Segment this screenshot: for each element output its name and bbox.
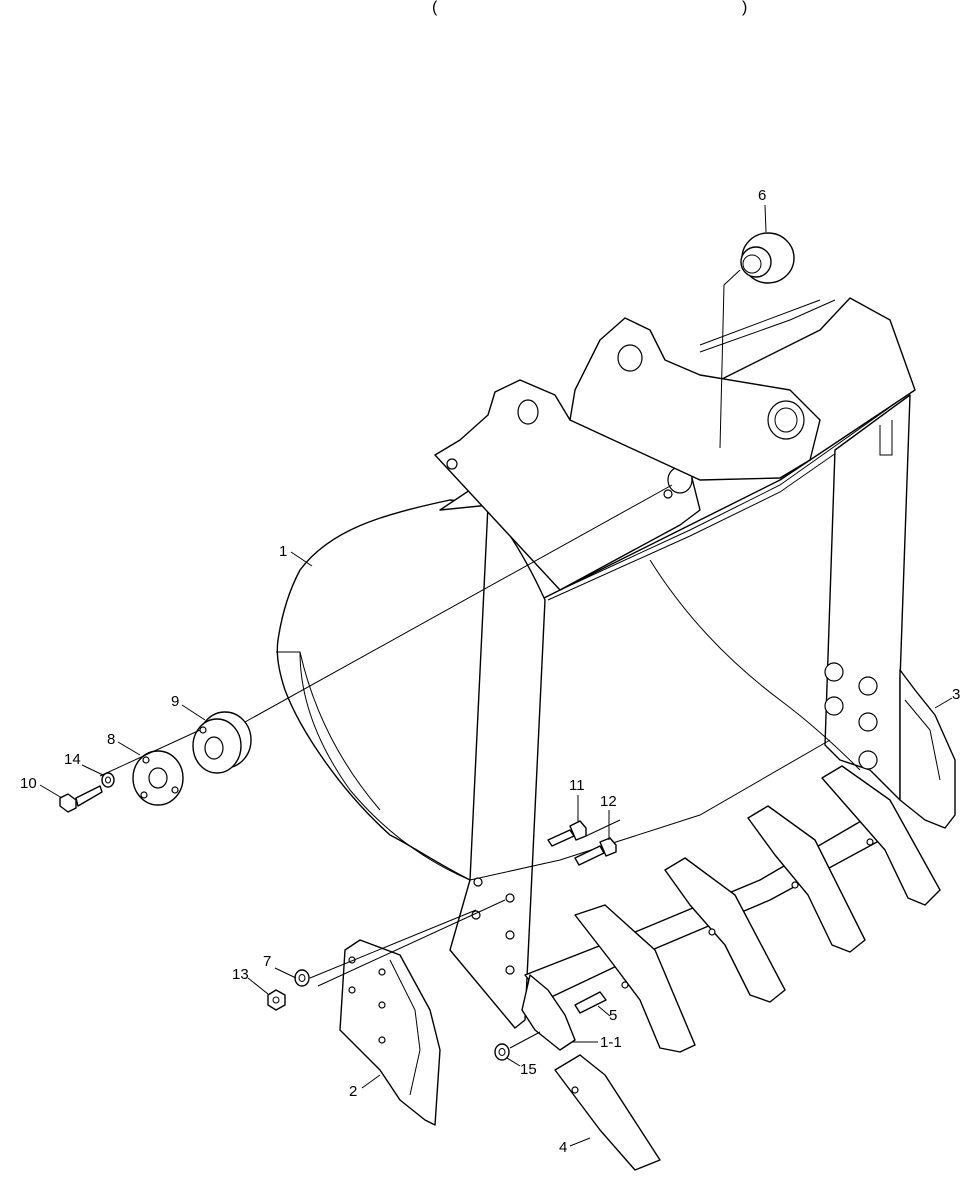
callout-3: 3 bbox=[952, 686, 960, 703]
adapter bbox=[521, 974, 576, 1051]
callout-10: 10 bbox=[20, 775, 37, 792]
bushing-6 bbox=[740, 232, 795, 284]
callout-8: 8 bbox=[107, 731, 115, 748]
tooth-loose bbox=[554, 1054, 661, 1171]
plate-8 bbox=[132, 750, 184, 806]
callout-1-1: 1-1 bbox=[600, 1034, 622, 1051]
side-cutter-right bbox=[899, 669, 956, 829]
washer-7 bbox=[294, 969, 310, 987]
callout-4: 4 bbox=[559, 1139, 567, 1156]
shim-9 bbox=[192, 711, 252, 774]
callout-2: 2 bbox=[349, 1083, 357, 1100]
callout-9: 9 bbox=[171, 693, 179, 710]
teeth-row bbox=[574, 765, 941, 1053]
washer-15 bbox=[494, 1043, 510, 1061]
assembly-lines bbox=[99, 269, 741, 1049]
callout-5: 5 bbox=[609, 1007, 617, 1024]
callout-14: 14 bbox=[64, 751, 81, 768]
bolt-10 bbox=[59, 785, 103, 813]
side-bolts bbox=[824, 662, 878, 770]
bolt-11 bbox=[547, 820, 587, 847]
callout-labels: 1 1-1 2 3 4 5 6 7 8 9 10 11 12 13 14 15 bbox=[20, 187, 960, 1156]
nut-13 bbox=[267, 989, 286, 1011]
mounting-lugs bbox=[434, 299, 836, 591]
callout-1: 1 bbox=[279, 543, 287, 560]
callout-15: 15 bbox=[520, 1061, 537, 1078]
side-cutter-left bbox=[339, 939, 441, 1126]
washer-14 bbox=[101, 772, 115, 788]
callout-13: 13 bbox=[232, 966, 249, 983]
callout-11: 11 bbox=[569, 777, 585, 794]
bolt-12 bbox=[574, 837, 617, 866]
leader-lines bbox=[39, 204, 953, 1147]
callout-12: 12 bbox=[600, 793, 617, 810]
callout-7: 7 bbox=[263, 953, 271, 970]
pin-5 bbox=[574, 991, 607, 1014]
callout-6: 6 bbox=[758, 187, 766, 204]
header-bracket-right: ) bbox=[742, 0, 747, 16]
header-bracket-left: ( bbox=[432, 0, 438, 16]
